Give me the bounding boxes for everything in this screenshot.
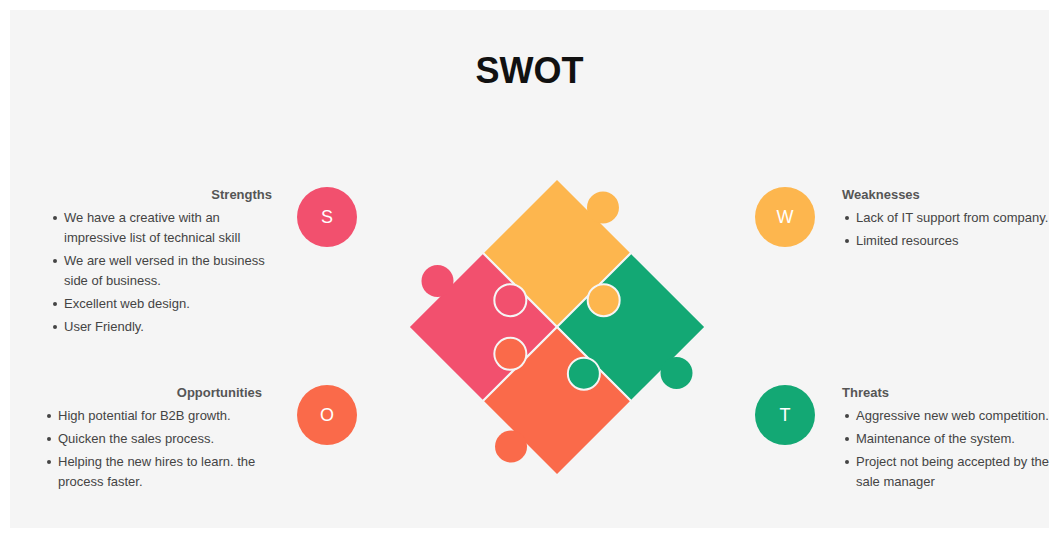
bullet-text: Maintenance of the system.	[842, 429, 1054, 449]
bullet-text: Quicken the sales process.	[44, 429, 262, 449]
swot-circle: O	[297, 385, 357, 445]
swot-text-group: OpportunitiesHigh potential for B2B grow…	[44, 385, 262, 495]
section-heading: Weaknesses	[842, 187, 1052, 202]
swot-circle: T	[755, 385, 815, 445]
bullet-dot	[47, 414, 51, 418]
bullet-text: High potential for B2B growth.	[44, 406, 262, 426]
bullet-text: User Friendly.	[50, 317, 272, 337]
swot-text-group: Strengths We have a creative with an impr…	[50, 187, 272, 340]
diagram-title: SWOT	[0, 50, 1059, 92]
swot-circle: W	[755, 187, 815, 247]
section-heading: Threats	[842, 385, 1054, 400]
circle-letter: T	[755, 385, 815, 445]
bullet-text: Aggressive new web competition.	[842, 406, 1054, 426]
bullet-text: Excellent web design.	[50, 294, 272, 314]
bullet-dot	[845, 239, 849, 243]
swot-text-group: ThreatsAggressive new web competition. Ma…	[842, 385, 1054, 495]
section-heading: Opportunities	[44, 385, 262, 400]
bullet-text: Lack of IT support from company.	[842, 208, 1052, 228]
bullet-dot	[53, 216, 57, 220]
bullet-text: We have a creative with an impressive li…	[50, 208, 272, 248]
bullet-dot	[53, 302, 57, 306]
bullet-dot	[47, 437, 51, 441]
swot-text-group: WeaknessesLack of IT support from compan…	[842, 187, 1052, 254]
circle-letter: S	[297, 187, 357, 247]
bullet-dot	[845, 216, 849, 220]
circle-letter: O	[297, 385, 357, 445]
bullet-dot	[47, 460, 51, 464]
section-heading: Strengths	[50, 187, 272, 202]
bullet-text: Project not being accepted by the sale m…	[842, 452, 1054, 492]
bullet-dot	[53, 259, 57, 263]
swot-circle: S	[297, 187, 357, 247]
bullet-text: Limited resources	[842, 231, 1052, 251]
bullet-dot	[845, 460, 849, 464]
bullet-dot	[845, 437, 849, 441]
bullet-text: Helping the new hires to learn. the proc…	[44, 452, 262, 492]
circle-letter: W	[755, 187, 815, 247]
bullet-dot	[53, 325, 57, 329]
bullet-dot	[845, 414, 849, 418]
bullet-text: We are well versed in the business side …	[50, 251, 272, 291]
